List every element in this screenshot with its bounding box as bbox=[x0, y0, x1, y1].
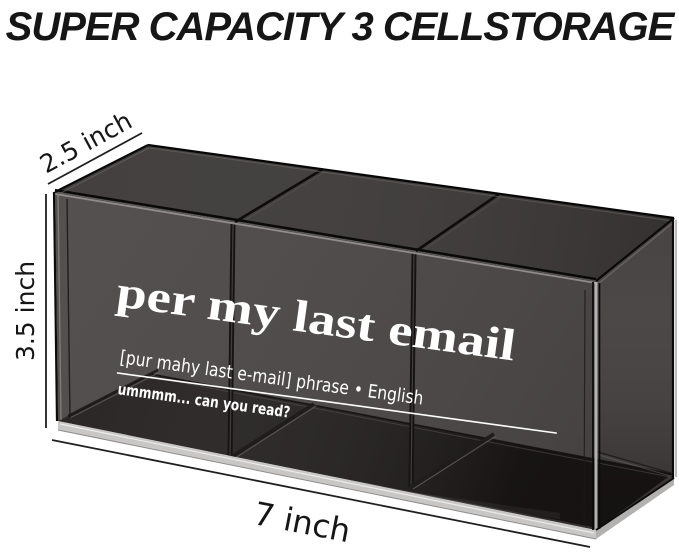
floor-edge-through-side bbox=[597, 451, 672, 474]
box-top-face-shading bbox=[55, 145, 674, 281]
divider-bottom-edge-highlight bbox=[231, 405, 317, 461]
top-back-edge bbox=[147, 143, 675, 220]
floor-edge-through-side-highlight bbox=[598, 454, 671, 477]
bottom-rim-outline bbox=[57, 429, 597, 540]
divider-front-edge-highlight bbox=[410, 252, 415, 488]
front-left-edge bbox=[52, 191, 59, 422]
image-title: SUPER CAPACITY 3 CELLSTORAGE bbox=[5, 4, 675, 49]
divider-bottom-edge bbox=[228, 402, 316, 460]
front-top-edge-highlight bbox=[54, 193, 597, 284]
top-right-edge bbox=[595, 217, 675, 282]
top-right-edge-highlight bbox=[597, 221, 675, 285]
dimension-label-width: 7 inch bbox=[251, 494, 354, 550]
acrylic-box bbox=[52, 143, 677, 540]
divider-top-edge bbox=[415, 192, 500, 253]
front-top-edge bbox=[54, 188, 597, 281]
top-back-edge-highlight bbox=[149, 147, 674, 222]
bottom-rim-right bbox=[596, 478, 674, 539]
top-left-edge-highlight bbox=[56, 147, 150, 196]
right-bottom-edge bbox=[595, 477, 675, 531]
left-wall-floor-junction-highlight bbox=[69, 371, 161, 419]
box-right-face-shading bbox=[596, 218, 674, 530]
divider-top-edge-highlight bbox=[236, 171, 326, 226]
front-left-edge-highlight bbox=[57, 193, 62, 421]
floor-gloss-streak bbox=[69, 437, 281, 485]
divider-bottom-edge-highlight bbox=[412, 435, 497, 490]
inner-right-wall-edge bbox=[583, 289, 586, 523]
print-underline bbox=[116, 372, 557, 434]
divider-top-edge bbox=[234, 167, 324, 224]
dimension-line-depth bbox=[47, 132, 143, 185]
divider-bottom-edge bbox=[409, 432, 496, 489]
divider-front-edge-highlight bbox=[229, 223, 234, 459]
top-left-edge bbox=[54, 144, 149, 193]
box-interior-floor-shading bbox=[58, 374, 672, 530]
dimension-label-height: 3.5 inch bbox=[11, 261, 40, 361]
dimension-line-width bbox=[51, 439, 591, 548]
inner-left-wall-edge bbox=[66, 198, 71, 419]
bottom-rim-gloss bbox=[59, 423, 595, 534]
divider-top-edge-highlight bbox=[417, 196, 502, 255]
left-wall-floor-junction bbox=[67, 368, 159, 418]
